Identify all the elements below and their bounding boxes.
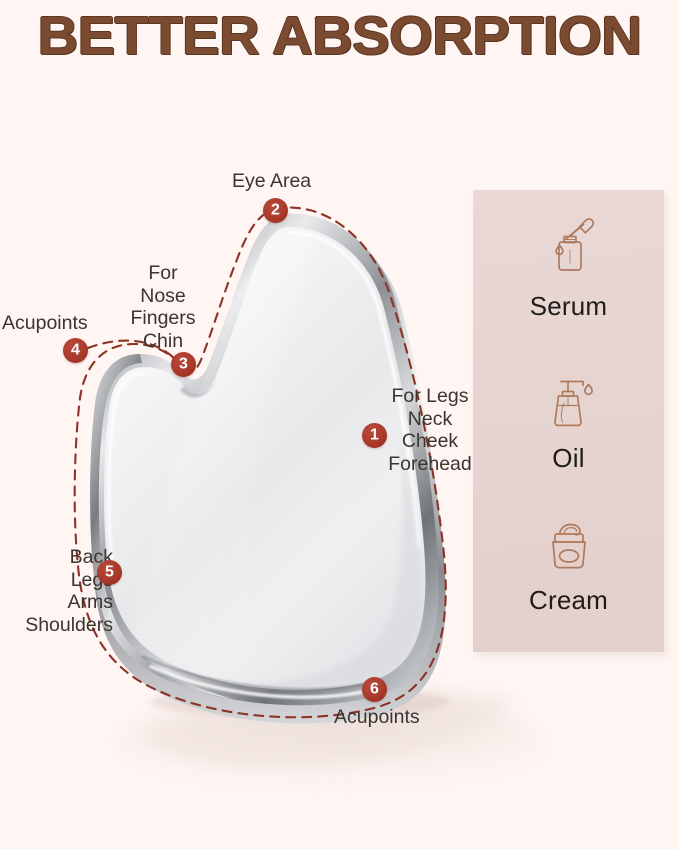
product-item-cream: Cream xyxy=(473,508,664,615)
callout-badge-3: 3 xyxy=(171,352,196,377)
callout-badge-2: 2 xyxy=(263,198,288,223)
callout-badge-5: 5 xyxy=(97,560,122,585)
callout-label-nose-fingers-chin: For Nose Fingers Chin xyxy=(130,262,196,352)
callout-badge-2-number: 2 xyxy=(271,201,280,218)
callout-badge-6: 6 xyxy=(362,677,387,702)
callout-badge-6-number: 6 xyxy=(370,680,379,697)
cream-jar-icon xyxy=(473,508,664,584)
callout-label-eye-area: Eye Area xyxy=(232,170,312,192)
product-label-cream: Cream xyxy=(528,585,608,615)
callout-badge-3-number: 3 xyxy=(179,355,188,372)
callout-label-legs-neck-cheek-forehead: For Legs Neck Cheek Forehead xyxy=(388,385,472,475)
product-item-serum: Serum xyxy=(473,214,664,321)
callout-label-back-legs-arms-shoulders: Back Legs Arms Shoulders xyxy=(25,546,113,636)
compatible-products-panel: Serum xyxy=(473,190,664,652)
callout-badge-4: 4 xyxy=(63,338,88,363)
oil-pump-bottle-icon xyxy=(473,366,664,442)
callout-label-acupoints-bottom: Acupoints xyxy=(334,706,420,728)
callout-badge-1-number: 1 xyxy=(370,426,379,443)
callout-badge-5-number: 5 xyxy=(105,563,114,580)
product-label-oil: Oil xyxy=(552,443,585,473)
dashed-outline xyxy=(73,206,447,719)
gua-sha-stone xyxy=(90,213,446,724)
callout-badge-4-number: 4 xyxy=(71,341,80,358)
serum-dropper-bottle-icon xyxy=(473,214,664,290)
page-title: BETTER ABSORPTION xyxy=(37,6,642,66)
product-label-serum: Serum xyxy=(529,291,608,321)
product-item-oil: Oil xyxy=(473,366,664,473)
callout-label-acupoints-left: Acupoints xyxy=(2,312,88,334)
callout-badge-1: 1 xyxy=(362,423,387,448)
